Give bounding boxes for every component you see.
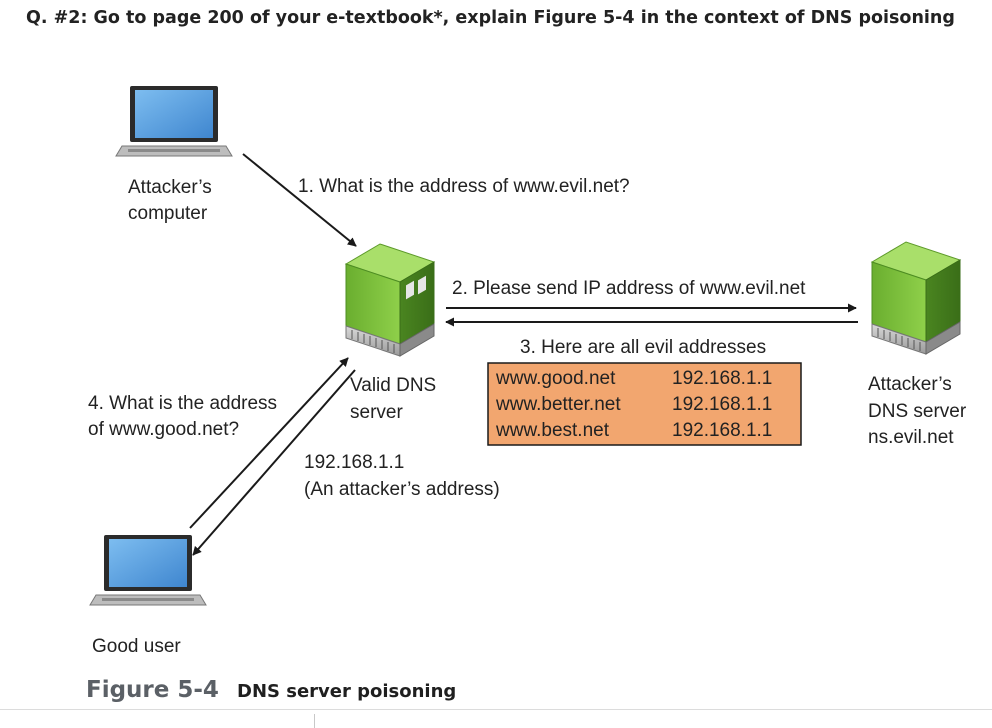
bottom-divider-tick [314, 714, 315, 728]
figure-title: DNS server poisoning [237, 681, 456, 702]
good-user-laptop-icon [89, 535, 207, 606]
step2-label: 2. Please send IP address of www.evil.ne… [452, 278, 806, 299]
good-user-label: Good user [92, 636, 181, 657]
bottom-divider [0, 709, 992, 710]
attacker-computer-label-line1: Attacker’s [128, 177, 212, 198]
arrow-reply [192, 369, 356, 556]
step4-label-line1: 4. What is the address [88, 393, 277, 414]
attacker-dns-label-line1: Attacker’s [868, 374, 952, 395]
reply-label-line2: (An attacker’s address) [304, 479, 500, 500]
reply-label-line1: 192.168.1.1 [304, 452, 404, 473]
step4-label-line2: of www.good.net? [88, 419, 239, 440]
arrow-step4 [189, 357, 349, 529]
arrow-step1 [242, 153, 357, 247]
attacker-computer-laptop-icon [115, 86, 233, 157]
attacker-dns-label-line2: DNS server [868, 401, 967, 422]
evil-records-table: www.good.net 192.168.1.1 www.better.net … [487, 362, 802, 446]
evil-record-ip: 192.168.1.1 [672, 420, 772, 441]
figure-number: Figure 5-4 [86, 677, 219, 703]
attacker-dns-server-icon [870, 241, 962, 355]
attacker-computer-label-line2: computer [128, 203, 208, 224]
evil-records-box [487, 362, 802, 446]
attacker-dns-label-line3: ns.evil.net [868, 427, 954, 448]
evil-record-ip: 192.168.1.1 [672, 368, 772, 389]
valid-dns-label-line1: Valid DNS [350, 375, 436, 396]
valid-dns-server-icon [344, 243, 436, 357]
valid-dns-label-line2: server [350, 402, 403, 423]
evil-record-host: www.best.net [495, 420, 610, 441]
question-heading: Q. #2: Go to page 200 of your e-textbook… [26, 8, 955, 28]
evil-record-host: www.better.net [495, 394, 621, 415]
evil-record-host: www.good.net [495, 368, 616, 389]
evil-record-ip: 192.168.1.1 [672, 394, 772, 415]
step1-label: 1. What is the address of www.evil.net? [298, 176, 630, 197]
step3-label: 3. Here are all evil addresses [520, 337, 766, 358]
